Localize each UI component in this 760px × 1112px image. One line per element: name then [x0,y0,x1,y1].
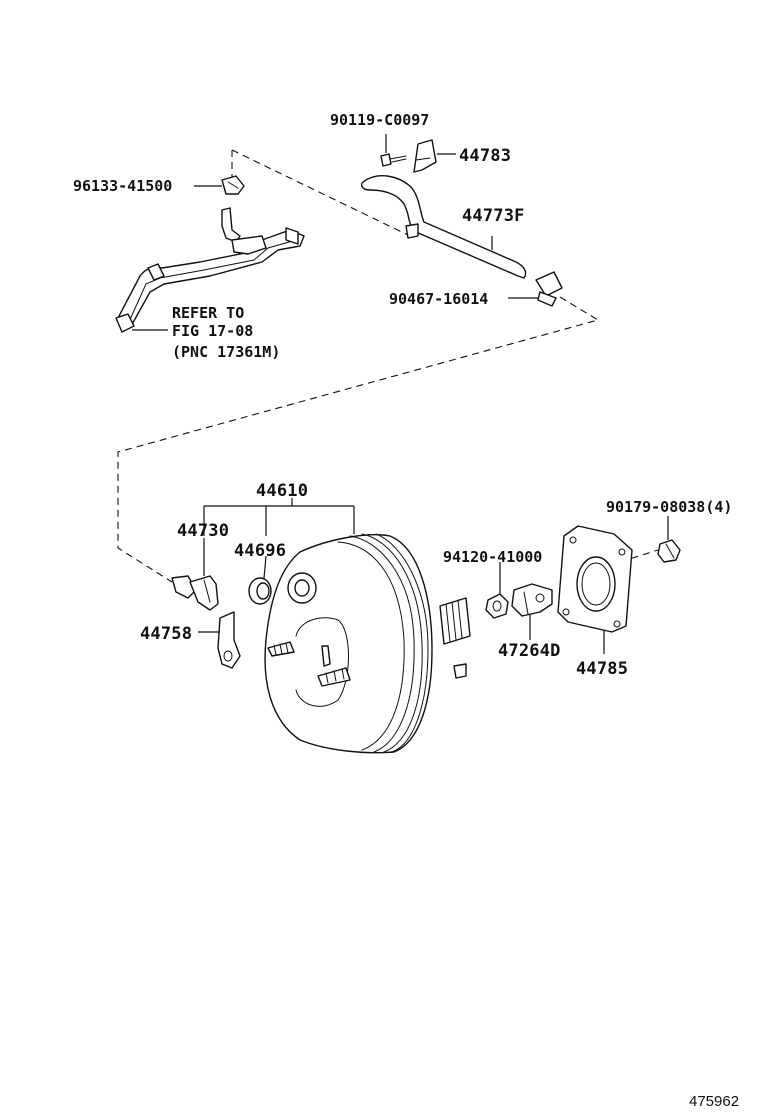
bracket-leader-44610 [203,498,355,536]
label-fig-17-08: FIG 17-08 [172,322,253,340]
vacuum-pipe-assy-part [115,207,305,333]
image-number: 475962 [689,1093,739,1110]
label-44730: 44730 [177,521,229,541]
label-96133-41500: 96133-41500 [73,177,172,195]
label-47264d: 47264D [498,641,561,661]
label-44758: 44758 [140,624,192,644]
dashed-connection-lines [117,149,659,583]
label-44696: 44696 [234,541,286,561]
bolt-90119-part [380,134,407,167]
label-pnc-17361m: (PNC 17361M) [172,343,280,361]
label-90467-16014: 90467-16014 [389,290,488,308]
label-44773f: 44773F [462,206,525,226]
brake-booster-body-part [264,533,471,754]
label-90179-08038-4: 90179-08038(4) [606,498,732,516]
label-44785: 44785 [576,659,628,679]
gasket-44785-part [557,525,633,654]
label-94120-41000: 94120-41000 [443,548,542,566]
clevis-47264d-part [511,583,553,640]
nut-90179-part [657,516,681,563]
label-90119-c0097: 90119-C0097 [330,111,429,129]
bracket-44758-part [198,611,241,669]
hose-clamp-90467-part [508,271,563,307]
vacuum-hose-44773f-part [360,175,527,279]
label-refer-to: REFER TO [172,304,244,322]
check-valve-44730-part [171,538,219,611]
nut-94120-part [485,562,509,619]
label-44610: 44610 [256,481,308,501]
clip-96133-part [194,175,245,195]
clamp-44783-part [413,139,456,173]
grommet-44696-part [248,555,272,605]
label-44783: 44783 [459,146,511,166]
